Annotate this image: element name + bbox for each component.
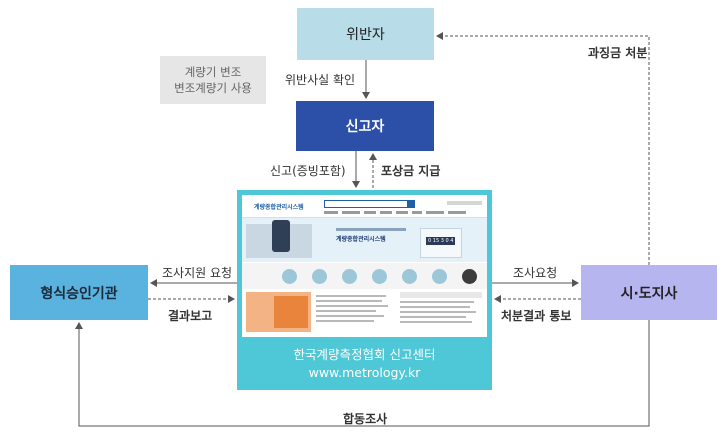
website-quick-icons <box>242 263 487 289</box>
label-report: 신고(증빙포함) <box>270 164 346 178</box>
report-center-panel: 계량종합관리시스템 계량종합관리시스템 0 15 3 0 4 <box>237 190 492 390</box>
website-banner: 계량종합관리시스템 0 15 3 0 4 <box>242 218 487 262</box>
approval-agency-node: 형식승인기관 <box>10 265 148 320</box>
label-fine: 과징금 처분 <box>588 46 648 60</box>
website-news-list <box>400 292 482 337</box>
website-search-icon <box>407 200 415 208</box>
website-search-bar <box>324 200 414 208</box>
label-investigation-support: 조사지원 요청 <box>162 266 233 280</box>
banner-subtitle <box>336 228 406 231</box>
violation-type-note: 계량기 변조 변조계량기 사용 <box>160 56 266 104</box>
website-logo: 계량종합관리시스템 <box>254 204 304 211</box>
quick-menu-icon <box>402 269 417 284</box>
note-line-2: 변조계량기 사용 <box>174 81 252 95</box>
quick-menu-icon <box>462 269 477 284</box>
banner-title: 계량종합관리시스템 <box>336 236 386 243</box>
quick-menu-icon <box>312 269 327 284</box>
city-province-node: 시·도지사 <box>581 265 717 320</box>
label-result-report: 결과보고 <box>168 309 213 323</box>
website-util-links <box>447 201 482 205</box>
violator-node: 위반자 <box>297 8 434 60</box>
banner-counter: 0 15 3 0 4 <box>426 237 456 245</box>
label-joint-investigation: 합동조사 <box>343 412 388 426</box>
website-header: 계량종합관리시스템 <box>242 195 487 215</box>
label-reward: 포상금 지급 <box>381 164 441 178</box>
website-screenshot: 계량종합관리시스템 계량종합관리시스템 0 15 3 0 4 <box>242 195 487 337</box>
quick-menu-icon <box>432 269 447 284</box>
report-center-caption: 한국계량측정협회 신고센터 www.metrology.kr <box>237 340 492 388</box>
label-investigation-request: 조사요청 <box>513 266 558 280</box>
quick-menu-icon <box>282 269 297 284</box>
arrow-joint-investigation <box>75 320 650 427</box>
arrow-city-to-violator <box>436 32 650 265</box>
report-center-name: 한국계량측정협회 신고센터 <box>293 347 436 362</box>
label-confirm-violation: 위반사실 확인 <box>285 73 356 87</box>
report-center-url: www.metrology.kr <box>308 365 421 380</box>
website-promo-banner <box>246 292 311 332</box>
website-nav <box>242 209 487 218</box>
website-notice-list <box>316 292 396 332</box>
quick-menu-icon <box>342 269 357 284</box>
note-line-1: 계량기 변조 <box>184 65 242 79</box>
quick-menu-icon <box>372 269 387 284</box>
promo-inner <box>274 296 308 328</box>
reporter-node: 신고자 <box>296 101 434 151</box>
label-disposition-notice: 처분결과 통보 <box>501 309 572 323</box>
fuel-pump-icon <box>272 220 290 252</box>
